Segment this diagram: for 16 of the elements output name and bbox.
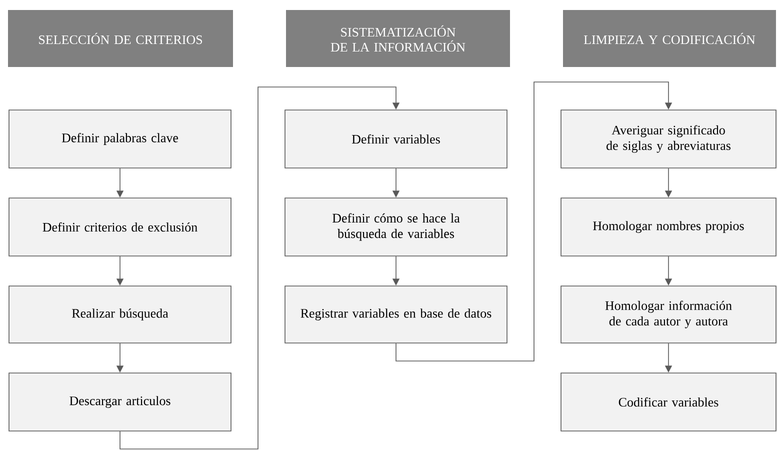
- process-box: Codificar variables: [560, 372, 776, 432]
- process-box: Homologar nombres propios: [560, 198, 776, 256]
- header-box: SISTEMATIZACIÓN DE LA INFORMACIÓN: [286, 10, 510, 67]
- process-box: Descargar articulos: [8, 372, 232, 432]
- process-box: Homologar información de cada autor y autora: [560, 286, 776, 344]
- process-box: Definir criterios de exclusión: [8, 198, 232, 256]
- arrow: [396, 82, 672, 362]
- header-box: SELECCIÓN DE CRITERIOS: [8, 10, 233, 67]
- process-box: Registrar variables en base de datos: [284, 286, 508, 344]
- header-box: LIMPIEZA Y CODIFICACIÓN: [563, 10, 776, 67]
- process-box: Definir cómo se hace la búsqueda de variables: [284, 198, 508, 256]
- process-box: Realizar búsqueda: [8, 286, 232, 344]
- process-box: Definir palabras clave: [8, 110, 232, 168]
- process-box: Averiguar significado de siglas y abreviaturas: [560, 110, 776, 168]
- process-box: Definir variables: [284, 110, 508, 168]
- arrow: [120, 86, 400, 450]
